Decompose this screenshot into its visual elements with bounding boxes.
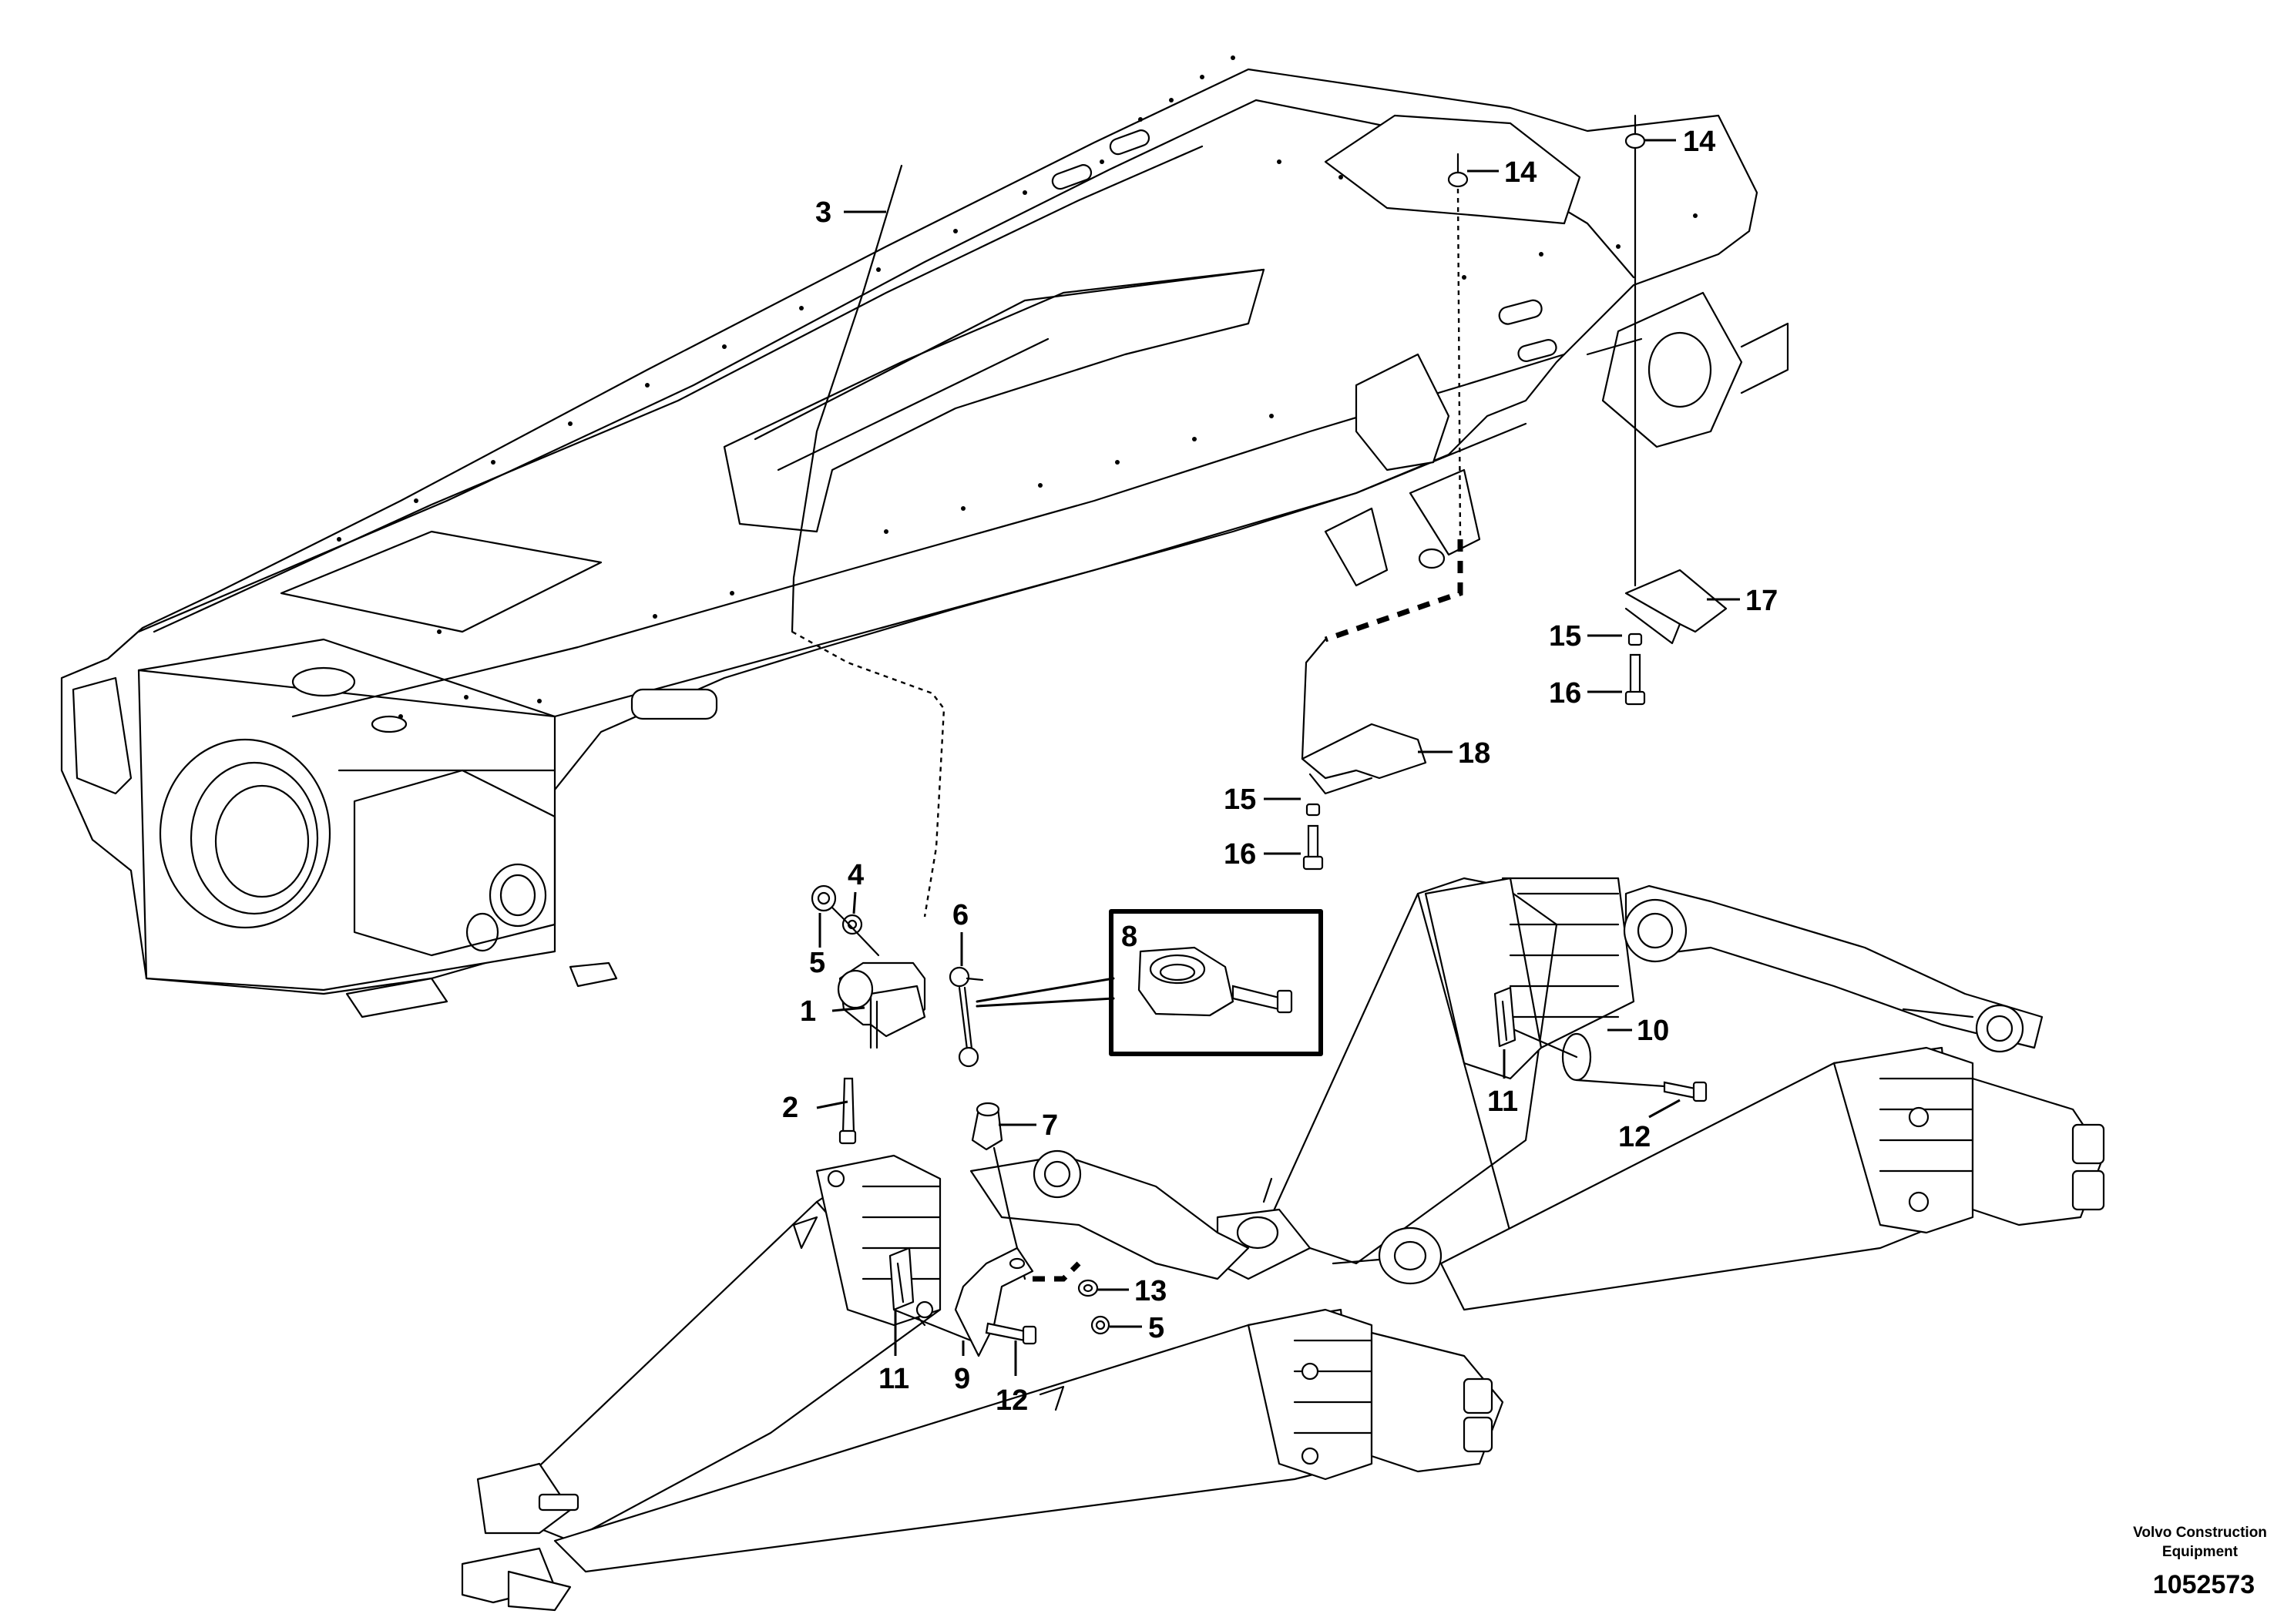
callout-15-lower: 15 [1224, 783, 1256, 816]
link-rod [949, 966, 984, 1068]
callout-labels: 3 14 14 17 15 16 18 15 16 4 5 6 8 1 2 7 … [782, 126, 1778, 1417]
rear-bogie-assembly [1216, 877, 2105, 1311]
callout-14-right: 14 [1683, 126, 1715, 158]
callout-16-lower: 16 [1224, 838, 1256, 871]
callout-5-upper: 5 [809, 947, 825, 979]
cover-plate-10 [1501, 1023, 1708, 1102]
callout-11-right: 11 [1487, 1085, 1518, 1118]
callout-12-left: 12 [996, 1384, 1028, 1417]
callout-1: 1 [800, 995, 816, 1028]
drawing-number: 1052573 [2153, 1570, 2255, 1599]
callout-10: 10 [1637, 1015, 1669, 1047]
callout-13: 13 [1134, 1275, 1167, 1307]
callout-9: 9 [954, 1363, 970, 1395]
callout-16-upper: 16 [1549, 677, 1581, 710]
callout-11-left: 11 [878, 1363, 909, 1395]
drawing-footer: Volvo Construction Equipment 1052573 [2133, 1525, 2267, 1599]
callout-7: 7 [1042, 1109, 1058, 1142]
nut-washer-top [811, 884, 880, 957]
washer-13 [1077, 1279, 1099, 1297]
callout-leaders [816, 139, 1740, 1376]
clip-11-left [888, 1247, 915, 1311]
front-bogie-assembly [461, 1149, 1504, 1612]
frame-chassis [60, 55, 1789, 1018]
callout-8: 8 [1121, 921, 1137, 953]
bolt-2 [838, 1077, 857, 1145]
callout-12-right: 12 [1618, 1121, 1651, 1153]
bolt-12-lower [985, 1322, 1037, 1345]
callout-14-left: 14 [1504, 156, 1537, 189]
sensor-assembly [791, 164, 1708, 1357]
callout-5-lower: 5 [1148, 1312, 1164, 1344]
sensor-unit [837, 961, 926, 1049]
callout-2: 2 [782, 1092, 798, 1124]
company-name-line1: Volvo Construction [2133, 1525, 2267, 1541]
brackets-routing [1301, 114, 1728, 871]
callout-18: 18 [1458, 737, 1490, 770]
company-name-line2: Equipment [2162, 1544, 2239, 1560]
clip-11-right [1493, 986, 1516, 1048]
callout-3: 3 [815, 196, 831, 229]
nut-5-lower [1090, 1315, 1110, 1335]
callout-15-upper: 15 [1549, 620, 1581, 653]
callout-6: 6 [952, 899, 969, 931]
callout-17: 17 [1745, 585, 1778, 617]
detail-view-8 [976, 909, 1323, 1056]
callout-4: 4 [848, 859, 864, 891]
